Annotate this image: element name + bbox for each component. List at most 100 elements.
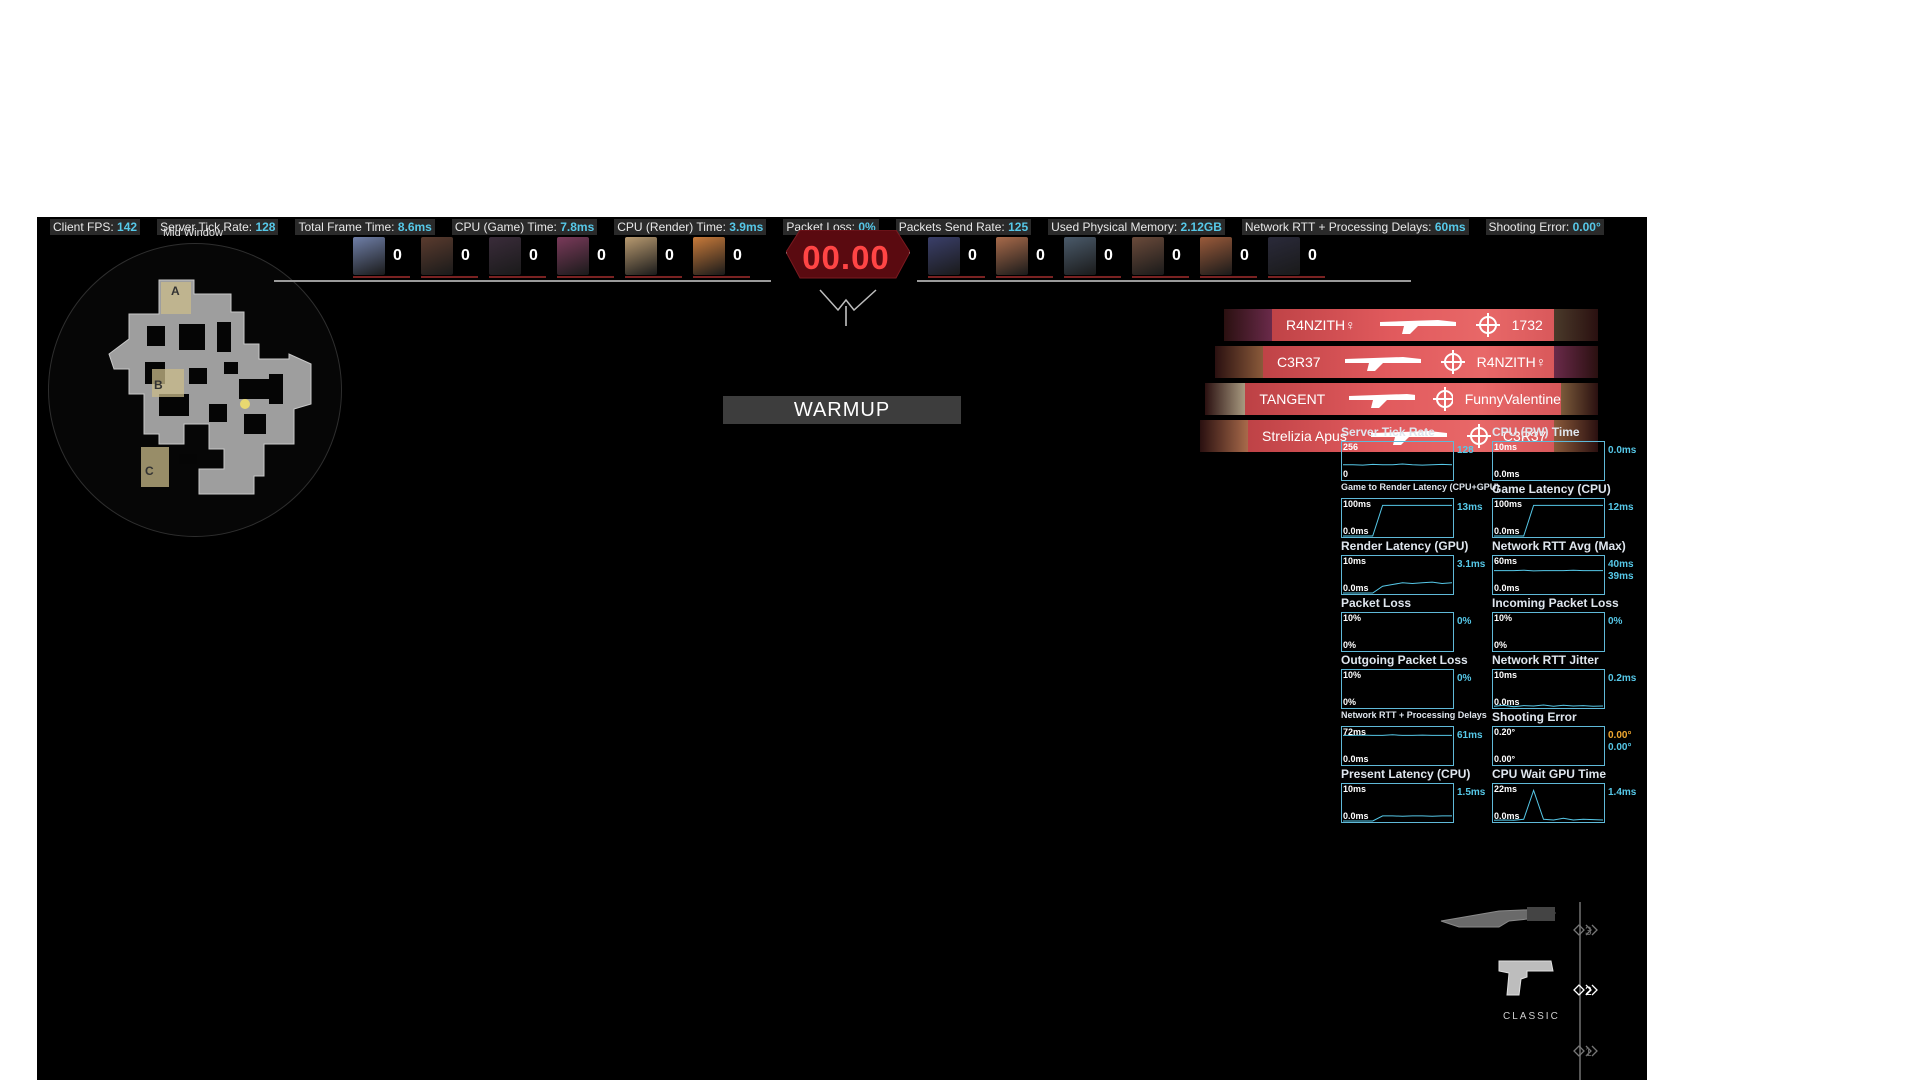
- player-score: 0: [665, 247, 674, 264]
- perf-graph-title: Game to Render Latency (CPU+GPU): [1341, 482, 1500, 492]
- player-card[interactable]: 0: [421, 236, 478, 278]
- stat-value: 0.00°: [1572, 220, 1601, 234]
- agent-portrait-icon: [489, 237, 521, 275]
- killer-portrait-icon: [1205, 383, 1246, 415]
- perf-graph-line: [1494, 569, 1603, 572]
- perf-graph-title: CPU (RW) Time: [1492, 425, 1580, 439]
- pistol-icon[interactable]: [1497, 957, 1557, 1001]
- weapon-slot-number[interactable]: 3: [1585, 924, 1592, 938]
- player-card[interactable]: 0: [625, 236, 682, 278]
- player-score: 0: [1308, 247, 1317, 264]
- player-score: 0: [1036, 247, 1045, 264]
- perf-graph-title: Network RTT Jitter: [1492, 653, 1599, 667]
- warmup-banner: WARMUP: [723, 396, 961, 424]
- perf-graph-series: [1343, 504, 1452, 537]
- perf-graph-line: [1343, 734, 1452, 736]
- perf-graph-current: 0%: [1457, 673, 1472, 684]
- victim-badge: ♀: [1535, 354, 1547, 370]
- player-card[interactable]: 0: [1268, 236, 1325, 278]
- round-timer-frame-icon: [786, 230, 910, 326]
- weapon-slot-number[interactable]: 2: [1585, 984, 1592, 998]
- player-card[interactable]: 0: [1132, 236, 1189, 278]
- perf-graph-max: 60ms: [1494, 556, 1518, 566]
- victim-portrait-icon: [1554, 309, 1598, 341]
- perf-graph-plot: 0.20°0.00°: [1492, 726, 1605, 766]
- slot-marker-icon: [1573, 1045, 1598, 1057]
- stat-value: 8.6ms: [397, 220, 432, 234]
- perf-graph-line: [1493, 788, 1604, 821]
- player-score: 0: [461, 247, 470, 264]
- perf-graph-plot: 10%0%: [1341, 612, 1454, 652]
- perf-graph-current: 0%: [1608, 616, 1623, 627]
- stat-value: 125: [1008, 220, 1029, 234]
- perf-graph-current: 0.2ms: [1608, 673, 1637, 684]
- perf-graph-min: 0.0ms: [1494, 526, 1520, 536]
- minimap[interactable]: A B C: [48, 243, 342, 537]
- perf-graph-title: Render Latency (GPU): [1341, 539, 1469, 553]
- perf-graph-title: Present Latency (CPU): [1341, 767, 1471, 781]
- agent-portrait-icon: [1064, 237, 1096, 275]
- agent-portrait-icon: [996, 237, 1028, 275]
- weapon-slot-number[interactable]: 1: [1585, 1045, 1592, 1059]
- perf-graph-max: 256: [1343, 442, 1359, 452]
- player-card[interactable]: 0: [353, 236, 410, 278]
- player-card[interactable]: 0: [489, 236, 546, 278]
- player-score: 0: [968, 247, 977, 264]
- stat-label: Server Tick Rate:: [160, 220, 256, 234]
- minimap-location-label: Mid Window: [163, 227, 223, 239]
- stat-item: Network RTT + Processing Delays: 60ms: [1241, 219, 1469, 235]
- perf-graph-title: Server Tick Rate: [1341, 425, 1435, 439]
- perf-graph-line: [1493, 704, 1604, 708]
- player-card[interactable]: 0: [557, 236, 614, 278]
- player-card[interactable]: 0: [1200, 236, 1257, 278]
- perf-graph-line: [1343, 581, 1453, 594]
- stat-value: 2.12GB: [1180, 220, 1222, 234]
- round-timer: 00.00: [802, 239, 890, 276]
- weapon-icon: [1379, 320, 1456, 334]
- perf-graph-min: 0%: [1494, 640, 1508, 650]
- killer-name: Strelizia Apus: [1262, 428, 1347, 444]
- perf-graph-max: 100ms: [1494, 499, 1523, 509]
- player-card[interactable]: 0: [1064, 236, 1121, 278]
- stat-value: 142: [117, 220, 138, 234]
- perf-graph-series: [1493, 788, 1604, 821]
- headshot-icon: [1432, 387, 1453, 411]
- agent-portrait-icon: [1200, 237, 1232, 275]
- headshot-icon: [1466, 424, 1491, 448]
- perf-graph-line: [1343, 463, 1453, 466]
- perf-graph-min: 0.0ms: [1494, 697, 1520, 707]
- player-card[interactable]: 0: [928, 236, 985, 278]
- stat-label: CPU (Render) Time:: [617, 220, 730, 234]
- perf-graph-plot: 10%0%: [1492, 612, 1605, 652]
- victim-name: R4NZITH: [1476, 354, 1536, 370]
- player-card[interactable]: 0: [693, 236, 750, 278]
- perf-graph-min: 0.0ms: [1494, 469, 1520, 479]
- perf-graph-series: [1343, 463, 1453, 466]
- scoreboard-line-right: [917, 280, 1411, 282]
- perf-graph-current: 40ms: [1608, 559, 1634, 570]
- perf-graph-min: 0.0ms: [1343, 754, 1369, 764]
- perf-graph-max: 0.20°: [1494, 727, 1516, 737]
- player-card[interactable]: 0: [996, 236, 1053, 278]
- perf-graph-title: CPU Wait GPU Time: [1492, 767, 1607, 781]
- minimap-layout: [108, 279, 312, 495]
- agent-portrait-icon: [625, 237, 657, 275]
- perf-graph-line: [1343, 815, 1452, 822]
- stat-item: Shooting Error: 0.00°: [1485, 219, 1604, 235]
- knife-icon[interactable]: [1439, 903, 1559, 931]
- perf-graph-title: Network RTT + Processing Delays: [1341, 710, 1487, 720]
